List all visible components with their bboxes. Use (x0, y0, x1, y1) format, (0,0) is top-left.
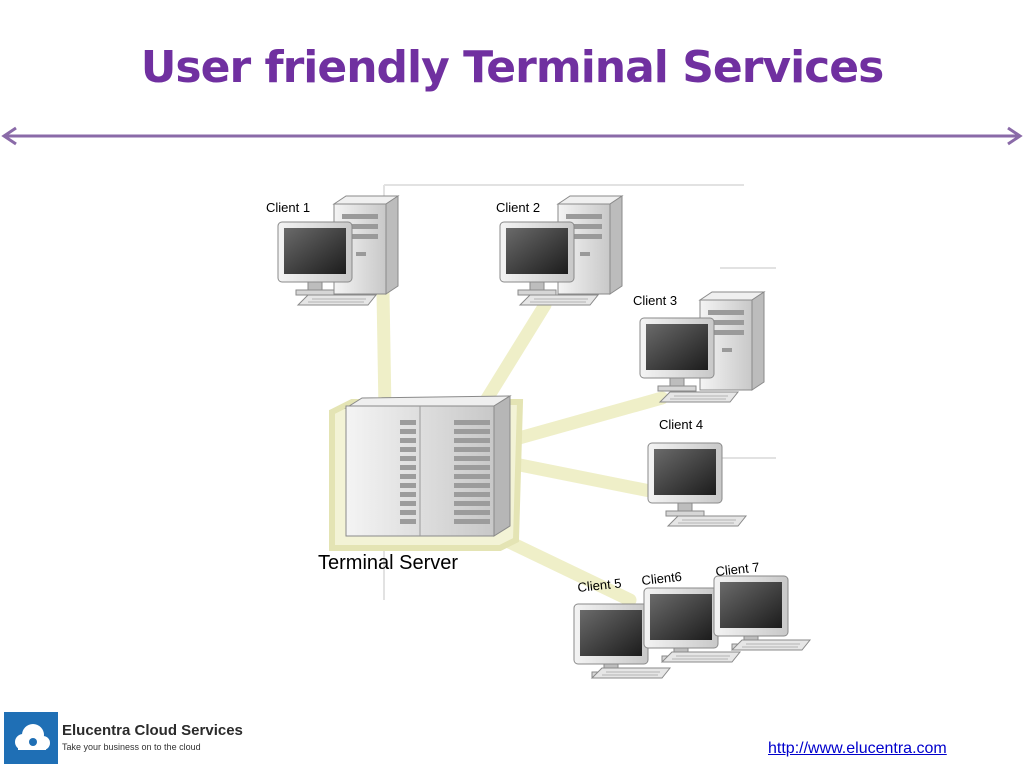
title-divider-arrow (1, 126, 1023, 146)
keyboard-icon (661, 651, 741, 663)
keyboard-icon (519, 294, 599, 306)
client-label: Client 5 (577, 575, 622, 595)
monitor-icon (573, 603, 649, 678)
client-5: Client 5 (573, 575, 671, 679)
client-label: Client 1 (266, 200, 310, 215)
client-label: Client 2 (496, 200, 540, 215)
brand-tagline: Take your business on to the cloud (62, 742, 201, 752)
client-label: Client 7 (715, 559, 760, 579)
client-2: Client 2 (496, 195, 623, 306)
brand-name: Elucentra Cloud Services (62, 722, 243, 739)
monitor-icon (713, 575, 789, 650)
keyboard-icon (731, 639, 811, 651)
cloud-icon (15, 724, 50, 750)
client-4: Client 4 (647, 417, 747, 527)
keyboard-icon (667, 515, 747, 527)
client-6: Client6 (641, 569, 741, 663)
brand-logo (4, 712, 58, 764)
client-label: Client 3 (633, 293, 677, 308)
keyboard-icon (297, 294, 377, 306)
server-rack-icon (329, 395, 524, 551)
network-diagram: Terminal Server Client 1 Client 2 Client… (266, 184, 811, 679)
website-link[interactable]: http://www.elucentra.com (768, 740, 947, 757)
client-label: Client 4 (659, 417, 703, 432)
connection-links (376, 285, 669, 607)
server-label: Terminal Server (318, 552, 458, 574)
monitor-icon (643, 587, 719, 662)
slide-title: User friendly Terminal Services (140, 42, 885, 93)
keyboard-icon (591, 667, 671, 679)
client-3: Client 3 (633, 291, 765, 403)
monitor-icon (647, 442, 723, 517)
client-label: Client6 (641, 569, 683, 588)
keyboard-icon (659, 391, 739, 403)
client-1: Client 1 (266, 195, 399, 306)
client-7: Client 7 (713, 559, 811, 651)
